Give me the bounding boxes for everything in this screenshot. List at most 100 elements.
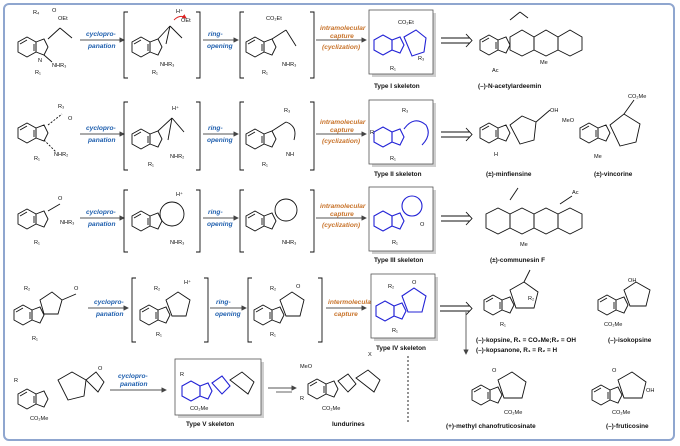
me-label: Me: [540, 60, 548, 66]
row4-product-kopsine: R₁ R₂ (–)-kopsine, R₁ = CO₂Me;R₂ = OH (–…: [476, 269, 576, 354]
row4-retro-arrows: [440, 301, 473, 355]
r-lund: R: [300, 396, 304, 402]
row2-product2-name: (±)-vincorine: [594, 171, 633, 178]
hplus-row4: H⁺: [184, 279, 191, 286]
o-label: O: [52, 8, 57, 14]
row1-step2-bottom: opening: [207, 43, 233, 50]
row3: O NHR₃ R₁ cyclopro- panation H⁺ NHR₃ rin…: [17, 186, 583, 264]
r1-row4: R₁: [32, 336, 38, 342]
row1-step3-top: intramolecular: [320, 25, 366, 32]
row4-type-label: Type IV skeleton: [376, 345, 426, 352]
co2me-skel5: CO₂Me: [190, 406, 208, 412]
row5-product-fruticosine: OH O CO₂Me (–)-fruticosine: [591, 368, 654, 430]
row1-step3-bottom: (cyclization): [322, 44, 360, 51]
x-lund: X: [368, 352, 372, 358]
r4-label: R₄: [33, 10, 40, 16]
row4-intermediate1: R₂ H⁺ R₁: [131, 277, 209, 343]
row3-step2-bottom: opening: [207, 221, 233, 228]
row1-step1-top: cyclopro-: [86, 31, 116, 38]
row1-retro-arrow: [441, 33, 473, 48]
nhr3-int2: NHR₃: [282, 62, 296, 68]
hplus-label: H⁺: [176, 8, 183, 15]
row2-step1-top: cyclopro-: [86, 125, 116, 132]
row4-step3-top: intermolecular: [328, 299, 374, 306]
row2-product1-name: (±)-minfiensine: [486, 171, 532, 178]
o-row4-int2: O: [296, 284, 301, 290]
row4-step2-top: ring-: [216, 299, 231, 306]
row3-product: Ac Me (±)-communesin F: [485, 187, 583, 264]
row2-intermediate2: R₃ NH R₁: [239, 101, 315, 171]
row3-intermediate1: H⁺ NHR₃: [123, 189, 201, 253]
ac-row3: Ac: [572, 190, 579, 196]
row3-step2-top: ring-: [208, 209, 223, 216]
me-row3: Me: [520, 242, 528, 248]
oet-label: OEt: [58, 16, 68, 22]
row3-step1-bottom: panation: [87, 221, 115, 228]
meo-lund: MeO: [300, 364, 313, 370]
r2-row4-int2: R₂: [270, 286, 276, 292]
row3-step3-mid: capture: [330, 211, 354, 218]
co2me-prod: CO₂Me: [628, 94, 646, 100]
row3-type-label: Type III skeleton: [374, 257, 423, 264]
row2-step1-bottom: panation: [87, 137, 115, 144]
row5-product-lundurines: MeO R X CO₂Me lundurines: [300, 352, 381, 428]
r3-skel2: R₃: [402, 108, 408, 114]
nhr3-label: NHR₃: [52, 63, 66, 69]
row5-start-molecule: R O CO₂Me: [14, 366, 105, 422]
oh-frut: OH: [646, 388, 654, 394]
row3-start-molecule: O NHR₃ R₁: [17, 196, 74, 246]
row2-step2-top: ring-: [208, 125, 223, 132]
o-row2: O: [68, 116, 73, 122]
o-frut: O: [612, 368, 617, 374]
row2-skeleton-box: R₃ R R₁: [368, 99, 436, 167]
ac-label: Ac: [492, 68, 499, 74]
row1-step2-top: ring-: [208, 31, 223, 38]
row4: R₂ O R₁ cyclopro- panation R₂ H⁺ R₁ ring…: [13, 269, 652, 355]
row1-skeleton-box: CO₂Et R₃ R₁: [368, 9, 436, 77]
meo-prod: MeO: [562, 118, 575, 124]
row2: R₃ O NHR₂ R₁ cyclopro- panation H⁺ NHR₂ …: [17, 94, 646, 178]
row5-skeleton-box: R CO₂Me: [174, 358, 264, 418]
figure-frame: [3, 3, 675, 441]
nhr3-int1: NHR₃: [160, 62, 174, 68]
r1-skel2: R₁: [390, 156, 396, 162]
row1-step1-bottom: panation: [87, 43, 115, 50]
row2-start-molecule: R₃ O NHR₂ R₁: [17, 104, 73, 162]
r3-int2: R₃: [284, 108, 290, 114]
kopsanone-name: (–)-kopsanone, R₁ = R₂ = H: [476, 347, 558, 354]
row4-step1-top: cyclopro-: [94, 299, 124, 306]
r2-row4: R₂: [24, 286, 30, 292]
oh-prod: OH: [550, 108, 558, 114]
lundurines-name: lundurines: [332, 421, 365, 428]
r1-int2: R₁: [262, 70, 268, 76]
row4-step1-bottom: panation: [95, 311, 123, 318]
r1-skel4: R₁: [392, 328, 398, 334]
r1-skel: R₁: [390, 66, 396, 72]
r-skel5: R: [180, 372, 184, 378]
r-skel2: R: [370, 130, 374, 136]
co2me-lund: CO₂Me: [322, 406, 340, 412]
kopsine-name: (–)-kopsine, R₁ = CO₂Me;R₂ = OH: [476, 337, 576, 344]
chanofruticosinate-name: (+)-methyl chanofruticosinate: [446, 423, 536, 430]
row2-step3-top: intramolecular: [320, 119, 366, 126]
row1-start-molecule: R₄ O OEt NHR₃ N R₁: [17, 8, 73, 76]
r-row5: R: [14, 378, 18, 384]
co2me-row5: CO₂Me: [30, 416, 48, 422]
h-prod: H: [494, 152, 498, 158]
row3-skeleton-box: O R₁: [368, 186, 436, 254]
row1-type-label: Type I skeleton: [374, 83, 420, 90]
row4-product-isokopsine: OH CO₂Me (–)-isokopsine: [597, 278, 652, 344]
row5-step1-bottom: panation: [119, 381, 147, 388]
row3-step1-top: cyclopro-: [86, 209, 116, 216]
r1-row3: R₁: [34, 240, 40, 246]
co2me-chano: CO₂Me: [504, 410, 522, 416]
row5-product-chanofruticosinate: O CO₂Me (+)-methyl chanofruticosinate: [446, 368, 536, 430]
r1-row2: R₁: [34, 156, 40, 162]
r1-row4-int2: R₁: [270, 332, 276, 338]
r1-int1: R₁: [152, 70, 158, 76]
row5-forward-arrows: [268, 385, 297, 393]
row2-product2: MeO CO₂Me Me (±)-vincorine: [562, 94, 646, 178]
ho-isokopsine: OH: [628, 278, 636, 284]
r1-kopsine: R₁: [500, 322, 506, 328]
